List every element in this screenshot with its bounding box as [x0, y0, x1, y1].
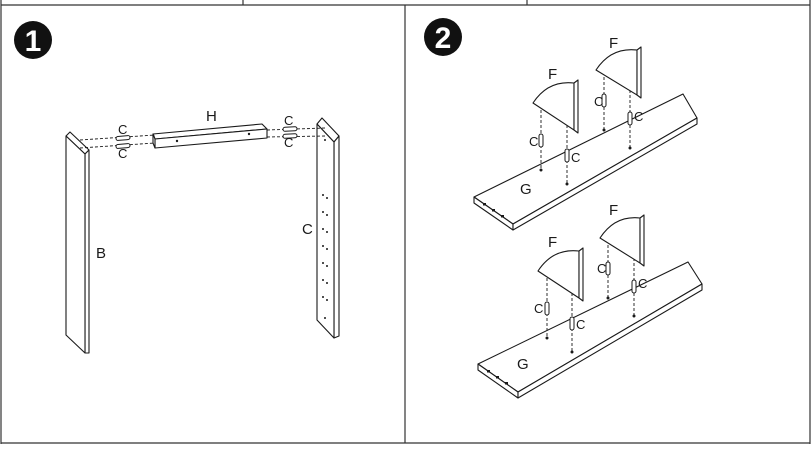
dowel	[282, 133, 298, 139]
brackets	[537, 214, 645, 302]
label-dowel: C	[284, 113, 293, 128]
dowel	[569, 316, 575, 331]
dowel	[538, 133, 544, 148]
label-dowel: C	[118, 122, 127, 137]
label-bracket: F	[609, 202, 618, 219]
dowel	[282, 126, 298, 132]
upper-shelf-assembly: F F G C C C C	[473, 35, 698, 231]
label-shelf: G	[517, 356, 529, 373]
holes	[545, 296, 636, 354]
label-bracket: F	[609, 35, 618, 52]
label-dowel: C	[534, 301, 543, 316]
dowel	[564, 148, 570, 163]
step-1-labels: H B C C C C C	[96, 108, 313, 262]
left-side-panel	[65, 131, 90, 354]
label-dowel: C	[529, 134, 538, 149]
label-dowel: C	[576, 317, 585, 332]
dowel	[115, 135, 131, 141]
right-side-panel	[316, 117, 340, 339]
step-1-number: 1	[25, 25, 42, 58]
dowel	[115, 143, 131, 149]
bracket-edge	[639, 214, 645, 267]
step-1-panel: 1	[14, 21, 340, 354]
label-shelf: G	[520, 181, 532, 198]
dowel	[544, 301, 550, 316]
bracket-edge	[636, 46, 642, 99]
bracket	[537, 250, 580, 299]
label-dowel: C	[634, 109, 643, 124]
dowel	[627, 111, 633, 126]
labels: F F G C C C C	[520, 35, 643, 198]
label-dowel: C	[118, 146, 127, 161]
shelf-board	[477, 261, 703, 399]
shelf-board	[473, 93, 698, 231]
label-bracket: F	[548, 66, 557, 83]
label-dowel: C	[594, 94, 603, 109]
labels: F F G C C C C	[517, 202, 647, 373]
label-dowel: C	[571, 150, 580, 165]
dowel	[631, 279, 637, 294]
bracket	[599, 217, 641, 264]
label-bracket: F	[548, 234, 557, 251]
bracket-edge	[573, 79, 579, 134]
dowel	[601, 93, 607, 108]
step-1-dowels	[115, 126, 298, 149]
dowel	[605, 261, 611, 276]
top-board	[152, 123, 268, 149]
bracket-edge	[578, 247, 584, 302]
step-2-badge: 2	[424, 18, 462, 56]
step-2-panel: 2	[424, 18, 703, 399]
label-right-panel: C	[302, 221, 313, 238]
bracket	[532, 82, 575, 131]
label-dowel: C	[638, 276, 647, 291]
label-dowel: C	[284, 135, 293, 150]
dowels	[538, 93, 633, 163]
step-1-badge: 1	[14, 21, 52, 59]
holes	[539, 128, 632, 186]
label-top-board: H	[206, 108, 217, 125]
bracket	[595, 49, 638, 96]
shelf-pin-holes	[322, 139, 328, 319]
lower-shelf-assembly: F F G C C C C	[477, 202, 703, 399]
label-dowel: C	[597, 261, 606, 276]
brackets	[532, 46, 642, 134]
dowels	[544, 261, 637, 331]
step-2-number: 2	[435, 22, 452, 55]
label-left-panel: B	[96, 245, 106, 262]
